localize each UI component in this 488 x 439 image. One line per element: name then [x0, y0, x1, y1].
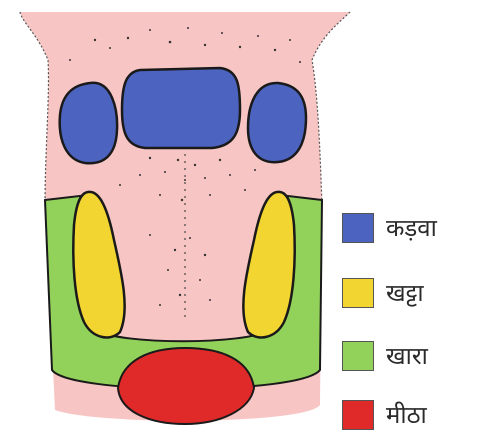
bitter-region-center — [122, 68, 240, 148]
legend-swatch-sour — [342, 278, 374, 308]
legend-label-sweet: मीठा — [386, 403, 427, 427]
legend-item-sweet: मीठा — [342, 398, 427, 432]
legend-swatch-salty — [342, 341, 374, 371]
legend-label-sour: खट्टा — [386, 281, 424, 305]
legend-item-sour: खट्टा — [342, 276, 424, 310]
legend-item-salty: खारा — [342, 339, 428, 373]
legend-swatch-sweet — [342, 400, 374, 430]
bitter-region-left — [60, 83, 117, 163]
legend-swatch-bitter — [342, 213, 374, 243]
legend-label-salty: खारा — [386, 344, 428, 368]
legend-label-bitter: कड़वा — [386, 216, 437, 240]
bitter-region-right — [248, 83, 306, 162]
legend-item-bitter: कड़वा — [342, 211, 437, 245]
sweet-region — [118, 348, 254, 424]
